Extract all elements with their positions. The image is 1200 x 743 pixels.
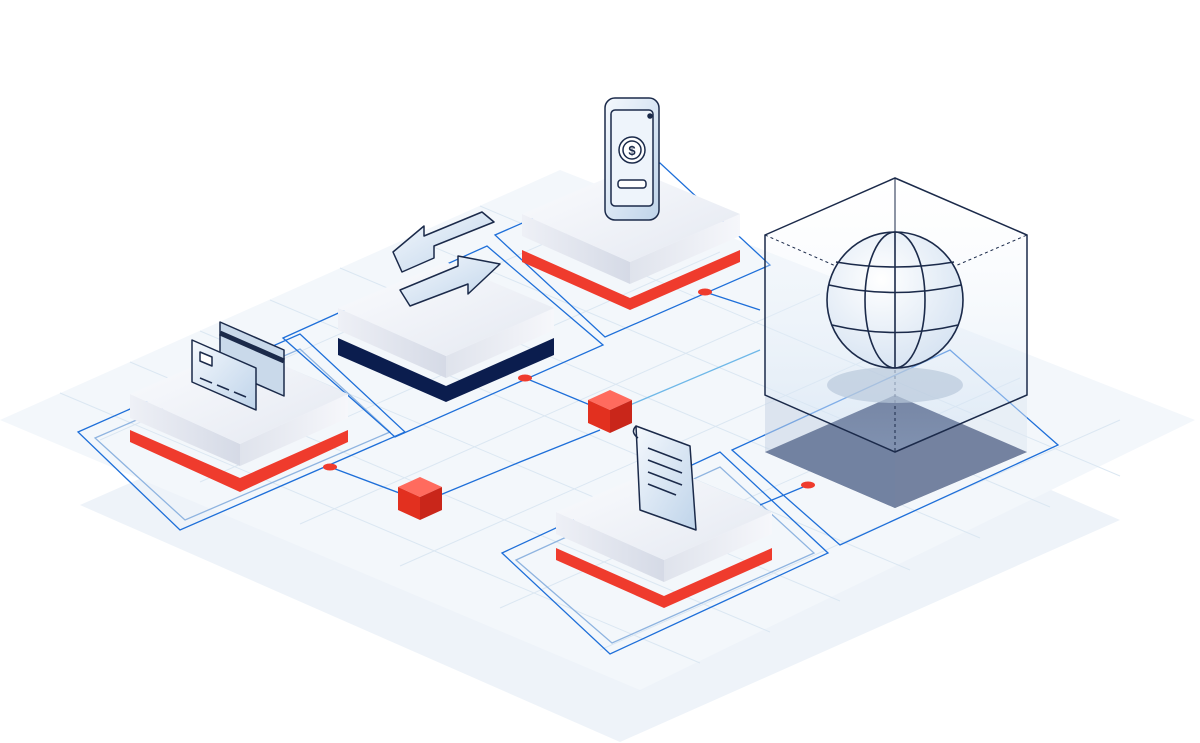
mobile-payment-icon: $ xyxy=(604,97,660,221)
credit-card-icon xyxy=(191,321,286,411)
platform-band xyxy=(130,430,348,492)
link-document-globe xyxy=(759,484,809,506)
connector-dot xyxy=(518,374,532,382)
document-icon xyxy=(632,425,697,531)
platform-band xyxy=(522,250,740,310)
globe-shadow xyxy=(827,367,963,403)
card-platform xyxy=(130,321,348,492)
connector-dot xyxy=(698,288,712,296)
link-cube-document xyxy=(439,429,601,496)
red-cube-node xyxy=(398,477,442,520)
transfer-arrows-icon xyxy=(392,211,501,307)
connector-dots xyxy=(323,288,815,489)
document-platform xyxy=(556,425,772,608)
dollar-sign-icon: $ xyxy=(628,143,636,158)
globe-icon xyxy=(826,231,964,369)
globe-cube xyxy=(764,177,1028,508)
transfer-platform xyxy=(338,211,554,402)
platform-band xyxy=(556,548,772,608)
red-cube-node xyxy=(588,390,632,433)
platform-band xyxy=(338,338,554,402)
connector-dot xyxy=(323,463,337,471)
link-cube-globe xyxy=(629,349,761,406)
floor-base-layer xyxy=(0,170,1195,690)
link-mobile-globe xyxy=(704,291,761,311)
mobile-platform: $ xyxy=(522,97,740,310)
connector-dot xyxy=(801,481,815,489)
